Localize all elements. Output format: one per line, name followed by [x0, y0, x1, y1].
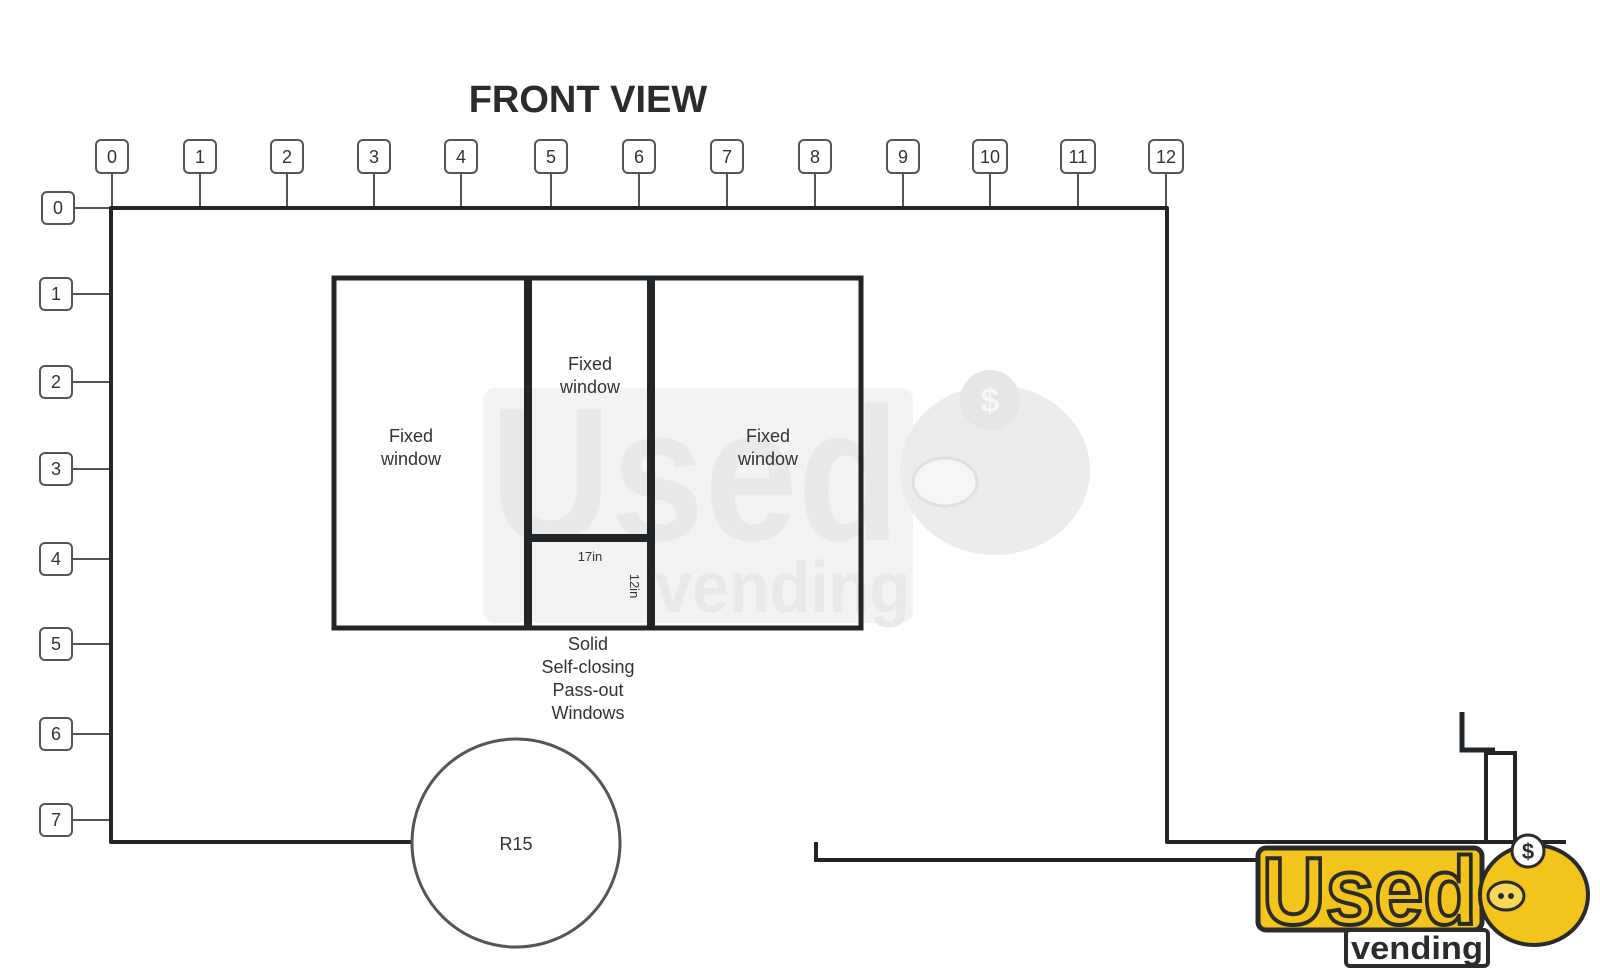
trailer-body-outline [109, 206, 1566, 844]
wheel [410, 737, 622, 949]
ruler-left-box [39, 277, 73, 311]
ruler-left-label: 5 [51, 634, 61, 654]
ruler-top-label: 2 [282, 147, 292, 167]
ruler-top-label: 1 [195, 147, 205, 167]
ruler-top-box [183, 139, 217, 174]
ruler-top-box [357, 139, 391, 174]
watermark-backdrop [483, 388, 913, 623]
logo-sub-badge [1344, 928, 1490, 968]
ruler-left-box [39, 452, 73, 486]
chassis-rail [814, 842, 1268, 862]
page-title: FRONT VIEW [469, 79, 708, 121]
ruler-top-label: 0 [107, 147, 117, 167]
logo-dollar: $ [1522, 839, 1534, 864]
pass-out-label-line-1: Solid [568, 634, 608, 654]
ruler-top-label: 10 [980, 147, 1000, 167]
ruler-left-box [39, 542, 73, 576]
ruler-top-label: 6 [634, 147, 644, 167]
ruler-top-box [886, 139, 920, 174]
ruler-top-box [444, 139, 478, 174]
pass-out-height-label: 12in [627, 574, 642, 599]
ruler-left-label: 3 [51, 459, 61, 479]
ruler-top-label: 9 [898, 147, 908, 167]
left-window-label-1: Fixed [389, 426, 433, 446]
watermark-coin-icon [960, 370, 1020, 430]
watermark: Used vending $ [483, 369, 1090, 628]
ruler-left: 0 1 2 3 4 5 6 7 [39, 191, 111, 837]
ruler-left-label: 1 [51, 284, 61, 304]
ruler-left-box [41, 191, 75, 225]
ruler-left-label: 4 [51, 549, 61, 569]
ruler-top-box [95, 139, 129, 174]
window-group: Fixed window Fixed window Fixed window 1… [331, 275, 864, 631]
wheel-label: R15 [499, 834, 532, 854]
pass-out-label-line-3: Pass-out [552, 680, 623, 700]
ruler-left-box [39, 365, 73, 399]
watermark-snout-icon [911, 456, 979, 508]
ruler-top-label: 3 [369, 147, 379, 167]
pass-out-label-line-4: Windows [551, 703, 624, 723]
watermark-pig-icon [900, 385, 1090, 555]
tongue-jack-handle [1459, 712, 1495, 753]
ruler-left-label: 0 [53, 198, 63, 218]
ruler-left-box [39, 717, 73, 751]
pass-out-label: Solid Self-closing Pass-out Windows [541, 634, 634, 723]
used-vending-logo: Used vending $ [1255, 833, 1590, 968]
left-window-label-2: window [380, 449, 442, 469]
ruler-top-box [270, 139, 304, 174]
window-frame [331, 275, 864, 631]
ruler-left-label: 7 [51, 810, 61, 830]
right-window-label-2: window [737, 449, 799, 469]
tongue-jack-post [1484, 751, 1517, 842]
ruler-top-box [972, 139, 1008, 174]
ruler-left-label: 6 [51, 724, 61, 744]
ruler-top-box [1060, 139, 1096, 174]
ruler-top-label: 11 [1069, 147, 1088, 167]
ruler-top-label: 7 [722, 147, 732, 167]
ruler-top-box [798, 139, 832, 174]
pass-out-width-label: 17in [578, 549, 603, 564]
logo-snout-icon [1486, 880, 1526, 912]
ruler-top-box [622, 139, 656, 174]
logo-coin-icon [1510, 833, 1546, 869]
logo-nostril-left-icon [1498, 893, 1504, 899]
ruler-top-box [710, 139, 744, 174]
ruler-top-box [534, 139, 568, 174]
ruler-left-box [39, 627, 73, 661]
ruler-top-label: 12 [1156, 147, 1176, 167]
logo-sub: vending [1351, 930, 1483, 966]
ruler-top-label: 8 [810, 147, 820, 167]
right-window-label-1: Fixed [746, 426, 790, 446]
watermark-sub: vending [655, 548, 910, 628]
ruler-left-label: 2 [51, 372, 61, 392]
logo-nostril-right-icon [1508, 893, 1514, 899]
ruler-top-label: 4 [456, 147, 466, 167]
pass-out-label-line-2: Self-closing [541, 657, 634, 677]
center-window-label-1: Fixed [568, 354, 612, 374]
watermark-word: Used [490, 369, 900, 581]
ruler-top-label: 5 [546, 147, 556, 167]
center-window-label-2: window [559, 377, 621, 397]
ruler-top-box [1148, 139, 1184, 174]
watermark-dollar: $ [981, 382, 1000, 420]
ruler-left-box [39, 803, 73, 837]
